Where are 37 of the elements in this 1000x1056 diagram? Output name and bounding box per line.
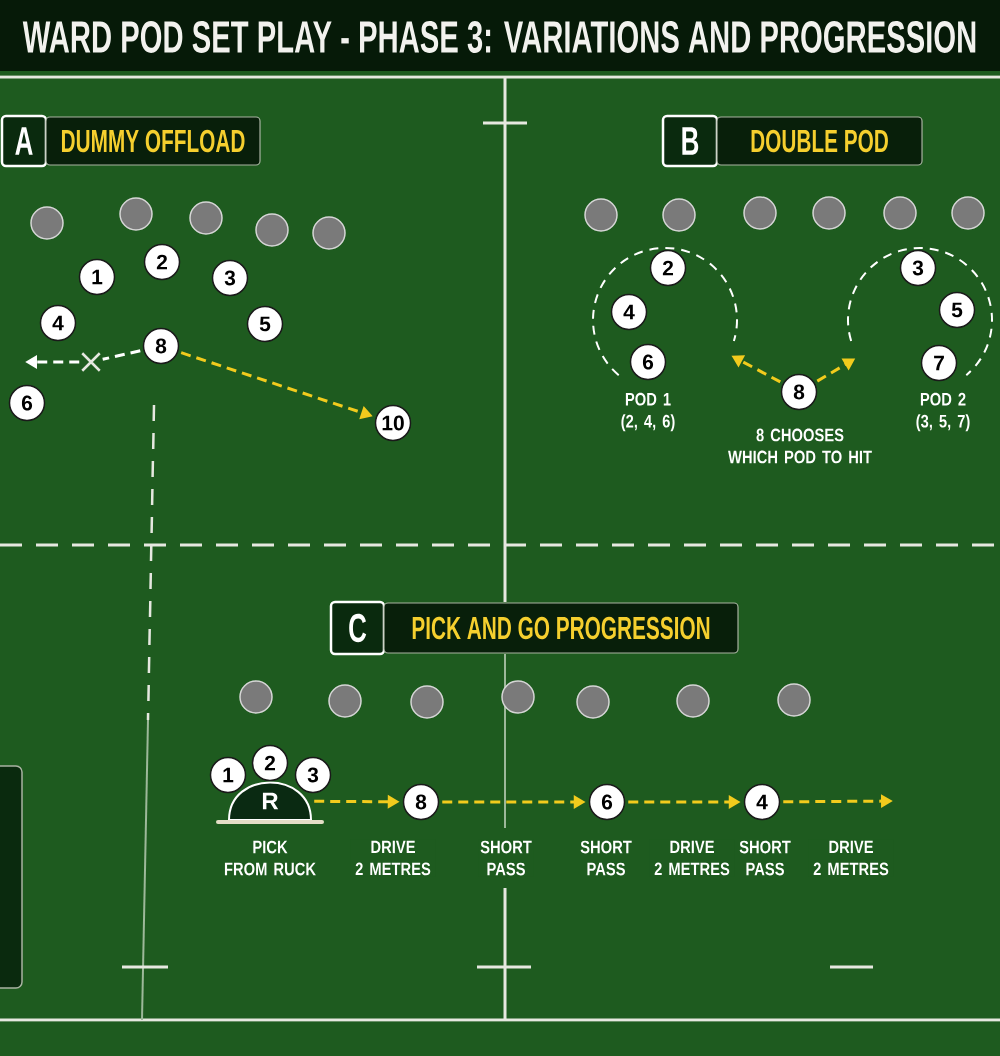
node-label: PICK FROM RUCK [224, 840, 316, 876]
edge-label: DRIVE 2 METRES [808, 839, 894, 877]
edge-label: DRIVE 2 METRES [350, 839, 436, 877]
pod-label: POD 2 (3, 5, 7) [916, 392, 970, 432]
defender-marker [255, 213, 289, 247]
letter-badge: A [0, 114, 48, 168]
defender-marker [239, 680, 273, 714]
defender-marker [501, 680, 535, 714]
letter-badge: B [661, 114, 719, 168]
node-label: 8 CHOOSES WHICH POD TO HIT [728, 428, 872, 464]
section-title: DUMMY OFFLOAD [45, 116, 261, 166]
section-title: DOUBLE POD [716, 116, 923, 166]
defender-marker [189, 201, 223, 235]
pod-label: POD 1 (2, 4, 6) [621, 392, 675, 432]
defender-marker [812, 196, 846, 230]
x-mark [81, 352, 101, 372]
node-label: SHORT PASS [739, 840, 791, 876]
section-title: PICK AND GO PROGRESSION [383, 602, 739, 654]
defender-marker [119, 197, 153, 231]
defender-marker [676, 684, 710, 718]
line [102, 349, 141, 361]
defender-marker [328, 684, 362, 718]
node-label: SHORT PASS [580, 840, 632, 876]
defender-marker [584, 198, 618, 232]
defender-marker [951, 196, 985, 230]
defender-marker [743, 196, 777, 230]
defender-marker [777, 683, 811, 717]
defender-marker [883, 196, 917, 230]
edge-label: SHORT PASS [478, 839, 534, 877]
edge-label: DRIVE 2 METRES [649, 839, 735, 877]
letter-badge: C [329, 600, 386, 656]
defender-marker [662, 198, 696, 232]
defender-marker [576, 685, 610, 719]
defender-marker [30, 206, 64, 240]
defender-marker [312, 216, 346, 250]
title-banner: WARD POD SET PLAY - PHASE 3: VARIATIONS AND PROGRESSION [0, 0, 1000, 71]
defender-marker [410, 685, 444, 719]
